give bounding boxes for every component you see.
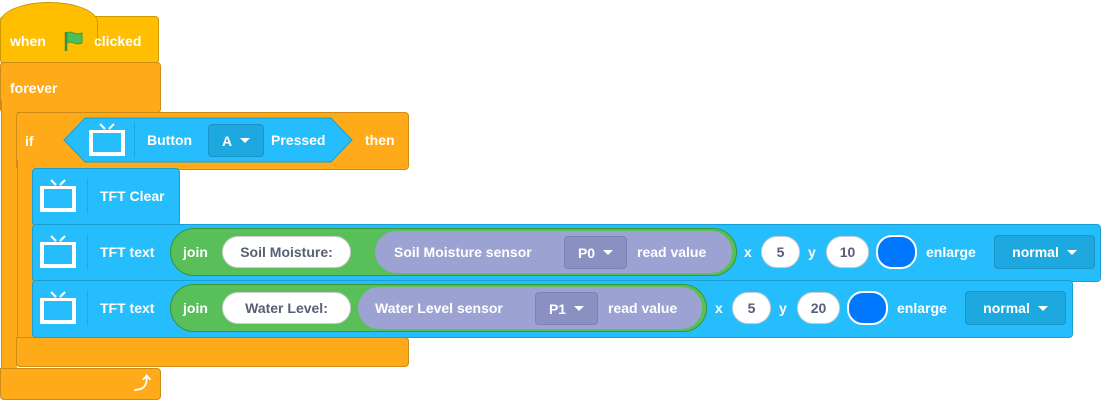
forever-label: forever [10, 80, 58, 96]
enlarge-label: enlarge [926, 244, 976, 260]
loop-arrow-icon: ⤴ [134, 374, 151, 393]
x-input[interactable]: 5 [761, 236, 800, 268]
pin-dropdown[interactable]: P1 [535, 292, 598, 325]
button-dropdown[interactable]: A [208, 124, 264, 157]
sensor-label: Water Level sensor [375, 300, 503, 316]
enlarge-dropdown[interactable]: normal [994, 235, 1095, 269]
sensor-label: Soil Moisture sensor [394, 244, 532, 260]
y-input[interactable]: 20 [797, 292, 840, 324]
tft-clear-label: TFT Clear [100, 188, 165, 204]
chevron-down-icon [603, 250, 614, 255]
color-picker[interactable] [847, 291, 888, 325]
x-label: x [744, 244, 752, 260]
tft-text-label: TFT text [100, 300, 155, 316]
text-value: Water Level: [245, 300, 328, 316]
sensor-read-block[interactable] [357, 286, 703, 330]
sensor-read-block[interactable] [374, 230, 733, 274]
if-arm [17, 160, 33, 340]
y-value: 10 [839, 244, 856, 260]
forever-bottom [0, 368, 161, 400]
y-input[interactable]: 10 [826, 236, 869, 268]
enlarge-dropdown[interactable]: normal [965, 291, 1066, 325]
enlarge-value: normal [1012, 244, 1059, 260]
read-value-label: read value [608, 300, 678, 316]
tft-screen-icon [89, 123, 125, 156]
green-flag-icon[interactable] [62, 29, 86, 53]
pin-dropdown[interactable]: P0 [564, 236, 627, 269]
pin-value: P1 [548, 300, 567, 317]
enlarge-value: normal [983, 300, 1030, 316]
if-label: if [25, 133, 34, 149]
pin-value: P0 [577, 244, 596, 261]
y-label: y [779, 300, 787, 316]
button-value: A [221, 132, 233, 149]
y-label: y [808, 244, 816, 260]
tft-screen-icon [40, 291, 76, 324]
text-input[interactable]: Water Level: [222, 292, 351, 324]
x-label: x [715, 300, 723, 316]
chevron-down-icon [1066, 249, 1077, 255]
color-picker[interactable] [876, 235, 917, 269]
tft-screen-icon [40, 235, 76, 268]
join-label: join [183, 244, 208, 260]
tft-screen-icon [40, 179, 76, 212]
chevron-down-icon [574, 306, 585, 311]
if-bottom [16, 337, 409, 367]
pressed-label: Pressed [271, 132, 326, 148]
clicked-label: clicked [94, 33, 142, 49]
button-label: Button [147, 132, 193, 148]
chevron-down-icon [240, 138, 251, 143]
then-label: then [365, 132, 395, 148]
forever-block[interactable] [0, 62, 161, 113]
join-label: join [183, 300, 208, 316]
text-value: Soil Moisture: [240, 244, 333, 260]
x-input[interactable]: 5 [732, 292, 771, 324]
read-value-label: read value [637, 244, 707, 260]
tft-text-label: TFT text [100, 244, 155, 260]
forever-arm [1, 100, 17, 375]
x-value: 5 [776, 244, 785, 260]
y-value: 20 [810, 300, 827, 316]
text-input[interactable]: Soil Moisture: [222, 236, 351, 268]
when-label: when [10, 33, 46, 49]
enlarge-label: enlarge [897, 300, 947, 316]
x-value: 5 [747, 300, 756, 316]
chevron-down-icon [1037, 305, 1048, 311]
